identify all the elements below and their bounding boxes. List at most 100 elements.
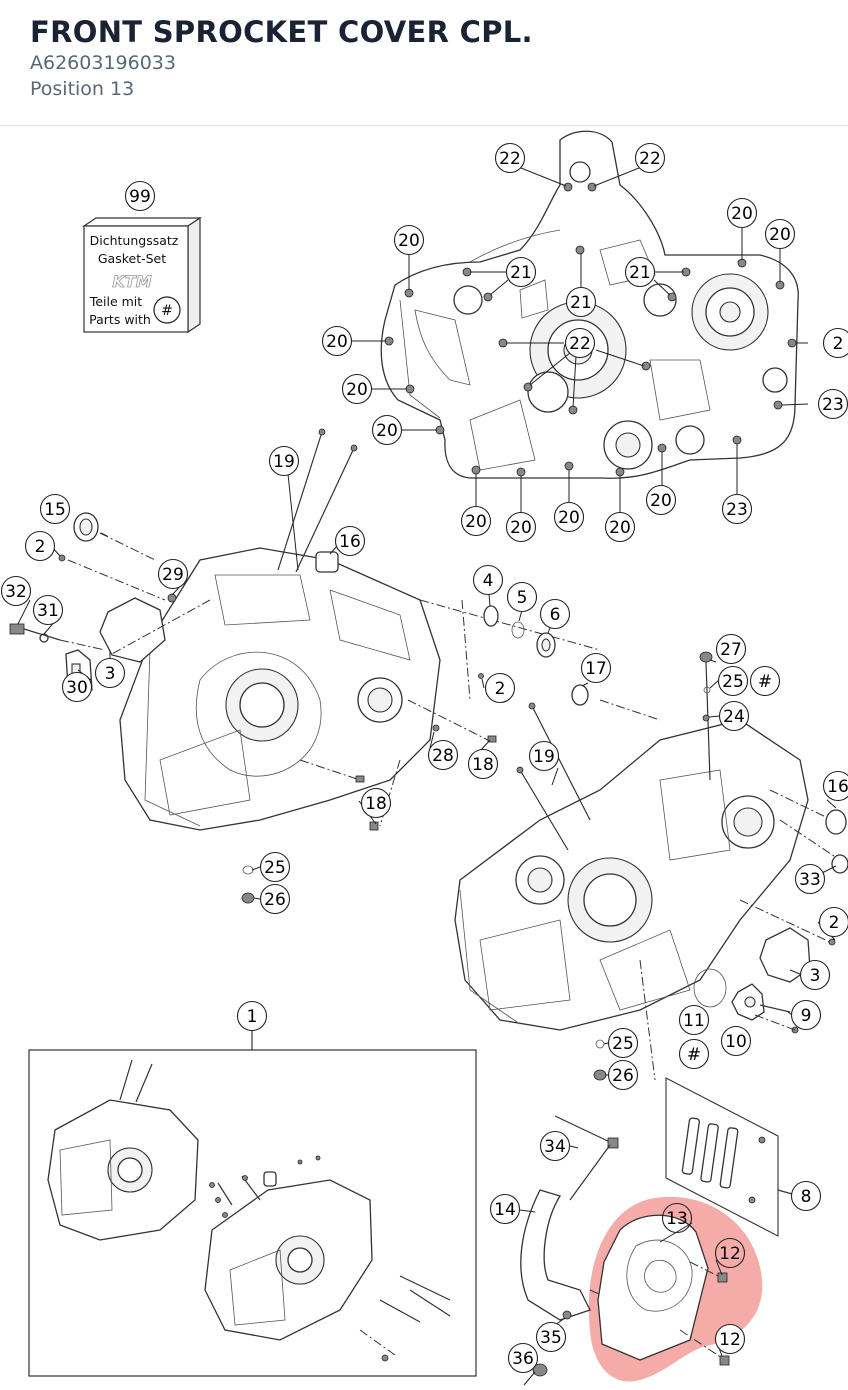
- part-1-frame: [28, 1030, 477, 1377]
- callout-18[interactable]: 18: [360, 787, 392, 819]
- callout-26[interactable]: 26: [607, 1059, 639, 1091]
- callout-16[interactable]: 16: [334, 525, 366, 557]
- callout-20[interactable]: 20: [460, 505, 492, 537]
- callout-24[interactable]: 24: [718, 700, 750, 732]
- page-title: FRONT SPROCKET COVER CPL.: [30, 15, 533, 49]
- callout-31[interactable]: 31: [32, 594, 64, 626]
- callout-28[interactable]: 28: [427, 739, 459, 771]
- gasket-line2: Gasket-Set: [98, 251, 166, 266]
- callouts: 99 22 22 20 20 20 21 21 21 20 22 2 20 23…: [0, 142, 848, 1374]
- callout-17[interactable]: 17: [580, 652, 612, 684]
- callout-99[interactable]: 99: [124, 180, 156, 212]
- callout-18[interactable]: 18: [467, 748, 499, 780]
- callout-23[interactable]: 23: [817, 388, 848, 420]
- callout-20[interactable]: 20: [645, 484, 677, 516]
- svg-text:30: 30: [66, 678, 88, 698]
- callout-3[interactable]: 3: [799, 959, 831, 991]
- callout-10[interactable]: 10: [720, 1025, 752, 1057]
- callout-16[interactable]: 16: [822, 770, 848, 802]
- callout-20[interactable]: 20: [505, 511, 537, 543]
- part-14-guard: [520, 1115, 641, 1377]
- callout-3[interactable]: 3: [94, 657, 126, 689]
- svg-text:4: 4: [483, 571, 494, 591]
- callout-29[interactable]: 29: [157, 558, 189, 590]
- svg-text:16: 16: [827, 777, 848, 797]
- callout-8[interactable]: 8: [790, 1180, 822, 1212]
- callout-2[interactable]: 2: [24, 530, 56, 562]
- callout-hash[interactable]: #: [749, 665, 781, 697]
- callout-19[interactable]: 19: [528, 740, 560, 772]
- svg-text:33: 33: [799, 870, 821, 890]
- svg-text:20: 20: [558, 508, 580, 528]
- callout-30[interactable]: 30: [61, 671, 93, 703]
- crankcase-right-half: [241, 651, 848, 1081]
- callout-26[interactable]: 26: [259, 883, 291, 915]
- callout-19[interactable]: 19: [268, 445, 300, 477]
- callout-2[interactable]: 2: [818, 906, 848, 938]
- svg-text:19: 19: [273, 452, 295, 472]
- callout-2[interactable]: 2: [822, 327, 848, 359]
- position-label: Position 13: [30, 78, 135, 100]
- callout-35[interactable]: 35: [535, 1321, 567, 1353]
- callout-2[interactable]: 2: [484, 672, 516, 704]
- callout-33[interactable]: 33: [794, 863, 826, 895]
- callout-25[interactable]: 25: [607, 1027, 639, 1059]
- svg-text:12: 12: [719, 1330, 741, 1350]
- svg-text:2: 2: [35, 537, 46, 557]
- svg-text:23: 23: [822, 395, 844, 415]
- callout-25[interactable]: 25: [259, 851, 291, 883]
- callout-12[interactable]: 12: [714, 1323, 746, 1355]
- callout-20[interactable]: 20: [553, 501, 585, 533]
- callout-6[interactable]: 6: [539, 598, 571, 630]
- svg-text:13: 13: [666, 1209, 688, 1229]
- svg-text:8: 8: [801, 1187, 812, 1207]
- svg-text:16: 16: [339, 532, 361, 552]
- callout-20[interactable]: 20: [371, 414, 403, 446]
- callout-20[interactable]: 20: [764, 218, 796, 250]
- svg-text:29: 29: [162, 565, 184, 585]
- callout-15[interactable]: 15: [39, 493, 71, 525]
- callout-27[interactable]: 27: [715, 633, 747, 665]
- callout-14[interactable]: 14: [489, 1193, 521, 1225]
- callout-13[interactable]: 13: [661, 1202, 693, 1234]
- page-header: FRONT SPROCKET COVER CPL. A62603196033 P…: [0, 0, 848, 126]
- callout-22[interactable]: 22: [494, 142, 526, 174]
- gasket-symbol: #: [161, 303, 173, 319]
- callout-36[interactable]: 36: [507, 1342, 539, 1374]
- callout-22[interactable]: 22: [634, 142, 666, 174]
- callout-9[interactable]: 9: [790, 999, 822, 1031]
- callout-20[interactable]: 20: [726, 197, 758, 229]
- part-13-sprocket-cover[interactable]: [597, 1214, 730, 1366]
- svg-text:#: #: [758, 672, 772, 692]
- callout-4[interactable]: 4: [472, 564, 504, 596]
- svg-text:99: 99: [129, 187, 151, 207]
- callout-21[interactable]: 21: [565, 286, 597, 318]
- svg-text:5: 5: [517, 588, 528, 608]
- gasket-set-box: Dichtungssatz Gasket-Set KTM Teile mit P…: [82, 216, 202, 334]
- callout-32[interactable]: 32: [0, 575, 32, 607]
- callout-20[interactable]: 20: [341, 373, 373, 405]
- svg-text:20: 20: [769, 225, 791, 245]
- callout-1[interactable]: 1: [236, 1000, 268, 1032]
- callout-20[interactable]: 20: [604, 511, 636, 543]
- callout-12[interactable]: 12: [714, 1237, 746, 1269]
- callout-21[interactable]: 21: [505, 256, 537, 288]
- exploded-parts-diagram: Dichtungssatz Gasket-Set KTM Teile mit P…: [0, 130, 848, 1386]
- callout-23[interactable]: 23: [721, 493, 753, 525]
- svg-text:20: 20: [398, 231, 420, 251]
- svg-text:15: 15: [44, 500, 66, 520]
- callout-25[interactable]: 25: [717, 665, 749, 697]
- callout-20[interactable]: 20: [321, 325, 353, 357]
- callout-20[interactable]: 20: [393, 224, 425, 256]
- callout-34[interactable]: 34: [539, 1130, 571, 1162]
- callout-11[interactable]: 11: [678, 1004, 710, 1036]
- svg-text:20: 20: [650, 491, 672, 511]
- svg-text:2: 2: [829, 913, 840, 933]
- callout-22[interactable]: 22: [564, 327, 596, 359]
- callout-21[interactable]: 21: [624, 256, 656, 288]
- svg-text:11: 11: [683, 1011, 705, 1031]
- callout-5[interactable]: 5: [506, 581, 538, 613]
- callout-hash[interactable]: #: [678, 1038, 710, 1070]
- svg-text:34: 34: [544, 1137, 566, 1157]
- svg-text:25: 25: [722, 672, 744, 692]
